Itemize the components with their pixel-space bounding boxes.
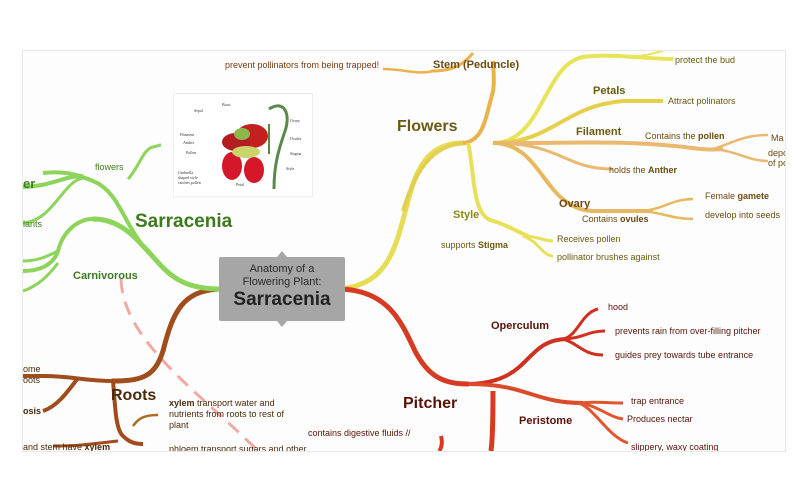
sarracenia-topic[interactable]: Sarracenia: [135, 211, 233, 232]
figure-label-ovules: Ovules: [290, 136, 302, 141]
xylem-note-line2[interactable]: nutrients from roots to rest of: [169, 409, 285, 419]
operculum-item-hood[interactable]: hood: [608, 302, 629, 312]
ovary-branch: [492, 141, 653, 213]
center-node-top-handle[interactable]: [277, 251, 287, 257]
style-note[interactable]: supports Stigma: [441, 240, 509, 250]
develop-seeds-note[interactable]: develop into seeds: [705, 210, 781, 220]
filament-cut-3[interactable]: of po: [768, 158, 785, 168]
figure-label-ovary: Ovary: [290, 118, 300, 123]
roots-cut-ome[interactable]: ome: [23, 364, 41, 374]
stem-note[interactable]: prevent pollinators from being trapped!: [225, 60, 380, 70]
sarracenia-flowers-note[interactable]: flowers: [95, 162, 124, 172]
brushes-against-note[interactable]: pollinator brushes against: [557, 252, 660, 262]
figure-label-shaped-style: shaped style: [178, 175, 198, 180]
sarracenia-main-branch: [90, 216, 222, 292]
receives-pollen-note[interactable]: Receives pollen: [557, 234, 621, 244]
sarracenia-cut-topic[interactable]: er: [23, 176, 36, 191]
peristome-topic[interactable]: Peristome: [519, 415, 573, 427]
roots-cut-osis[interactable]: osis: [23, 406, 42, 416]
carnivorous-topic[interactable]: Carnivorous: [73, 270, 138, 282]
ovary-topic[interactable]: Ovary: [559, 198, 591, 210]
stem-xylem-note[interactable]: and stem have xylem: [23, 442, 111, 452]
stem-topic[interactable]: Stem (Peduncle): [433, 59, 520, 71]
center-node[interactable]: Anatomy of a Flowering Plant: Sarracenia: [219, 257, 345, 321]
phloem-note[interactable]: phloem transport sugars and other: [169, 444, 307, 452]
female-gamete-note[interactable]: Female gamete: [705, 191, 770, 201]
style-topic[interactable]: Style: [453, 209, 480, 221]
protect-note[interactable]: protect the bud: [675, 55, 736, 65]
roots-topic[interactable]: Roots: [111, 387, 157, 404]
pitcher-topic[interactable]: Pitcher: [403, 395, 458, 412]
figure-label-sepal: Sepal: [194, 108, 203, 113]
figure-label-filament: Filament: [180, 132, 195, 137]
pitcher-main-branch: [338, 286, 471, 387]
center-node-bottom-handle[interactable]: [277, 321, 287, 327]
figure-label-style: Style: [286, 166, 295, 171]
center-title-line3: Sarracenia: [233, 289, 331, 310]
relationship-dashed-line: [119, 278, 260, 451]
operculum-branch: [467, 337, 569, 386]
protect-branch: [492, 53, 674, 145]
filament-cut-1[interactable]: Ma: [771, 133, 784, 143]
flower-anatomy-image[interactable]: Sepal Bract Ovary Filament Ovules Anther…: [173, 93, 313, 197]
figure-label-catches-pollen: catches pollen: [178, 180, 201, 185]
flowers-topic[interactable]: Flowers: [397, 118, 458, 135]
digestive-fluids-note[interactable]: contains digestive fluids //: [308, 428, 411, 438]
sarracenia-plants-note[interactable]: lants: [23, 219, 43, 229]
peristome-item-nectar[interactable]: Produces nectar: [627, 414, 693, 424]
operculum-topic[interactable]: Operculum: [491, 320, 550, 332]
style-branch: [466, 142, 529, 238]
stem-branch: [462, 60, 496, 145]
figure-label-stigma: Stigma: [290, 151, 302, 156]
anther-branch: [492, 141, 614, 171]
peristome-branch: [467, 382, 584, 405]
filament-note[interactable]: Contains the pollen: [645, 131, 725, 141]
peristome-item-entrance[interactable]: trap entrance: [631, 396, 685, 406]
roots-main-branch: [110, 286, 222, 384]
figure-label-bract: Bract: [222, 102, 231, 107]
figure-label-umbrella: Umbrella: [178, 170, 194, 175]
filament-topic[interactable]: Filament: [576, 126, 622, 138]
figure-label-petal: Petal: [236, 182, 244, 187]
center-title-line1: Anatomy of a: [249, 263, 315, 275]
xylem-note-line3[interactable]: plant: [169, 420, 189, 430]
flower-illustration: [222, 104, 289, 190]
operculum-item-guides[interactable]: guides prey towards tube entrance: [615, 350, 754, 360]
petals-topic[interactable]: Petals: [593, 85, 626, 97]
branch-lines: [23, 51, 769, 451]
flowers-main-branch: [338, 140, 466, 292]
petals-note[interactable]: Attract polinators: [668, 96, 736, 106]
operculum-item-rain[interactable]: prevents rain from over-filling pitcher: [615, 326, 761, 336]
peristome-item-slippery[interactable]: slippery, waxy coating: [631, 442, 719, 452]
figure-label-anther: Anther: [183, 140, 195, 145]
ovary-note[interactable]: Contains ovules: [582, 214, 649, 224]
mindmap-canvas[interactable]: Anatomy of a Flowering Plant: Sarracenia…: [22, 50, 786, 452]
roots-cut-oots[interactable]: oots: [23, 375, 41, 385]
filament-branch: [492, 140, 724, 152]
anther-note[interactable]: holds the Anther: [609, 165, 678, 175]
center-title-line2: Flowering Plant:: [242, 276, 322, 288]
xylem-note-line1[interactable]: xylem transport water and: [169, 398, 275, 408]
figure-label-pollen: Pollen: [186, 150, 197, 155]
